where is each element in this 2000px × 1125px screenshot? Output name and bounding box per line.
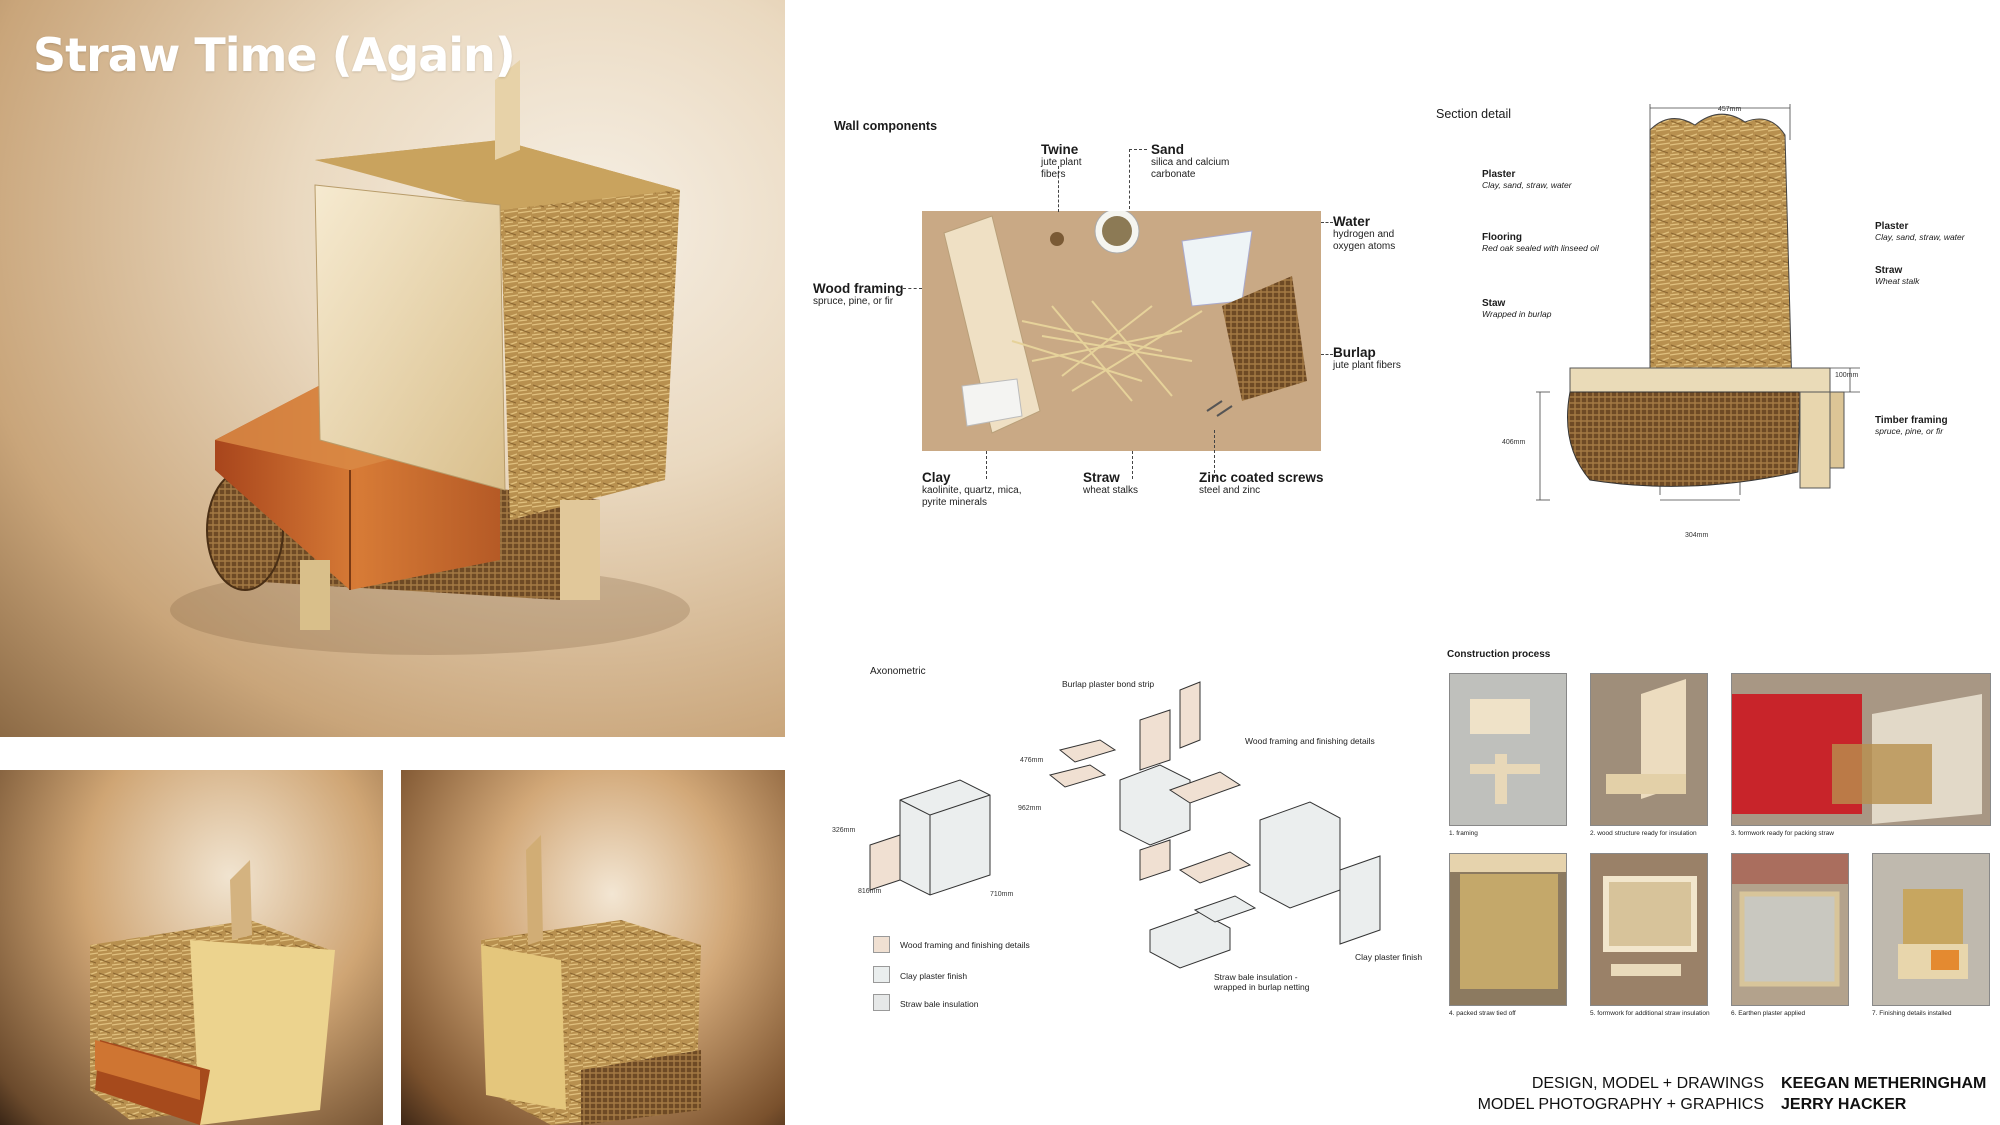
- construction-photo-7: [1872, 853, 1990, 1006]
- construction-caption-7: 7. Finishing details installed: [1872, 1010, 1952, 1017]
- section-label-plaster-left: Plaster Clay, sand, straw, water: [1482, 169, 1572, 190]
- section-label-straw: Straw Wheat stalk: [1875, 265, 1920, 286]
- clay-leader: [986, 451, 987, 479]
- credit-name-design: KEEGAN METHERINGHAM: [1781, 1075, 1987, 1092]
- burlap-leader: [1321, 354, 1333, 355]
- axo-dim-710: 710mm: [990, 891, 1014, 898]
- section-detail-drawing: [1530, 100, 1870, 520]
- construction-caption-5: 5. formwork for additional straw insulat…: [1590, 1010, 1710, 1017]
- dim-457: 457mm: [1718, 106, 1742, 113]
- component-wood-framing: Wood framing spruce, pine, or fir: [813, 281, 904, 307]
- construction-caption-6: 6. Earthen plaster applied: [1731, 1010, 1806, 1017]
- axo-label-clay-plaster: Clay plaster finish: [1355, 952, 1423, 962]
- axo-dim-476: 476mm: [1020, 757, 1044, 764]
- construction-caption-3: 3. formwork ready for packing straw: [1731, 830, 1834, 837]
- component-zinc-screws: Zinc coated screws steel and zinc: [1199, 470, 1324, 496]
- legend-label-straw: Straw bale insulation: [900, 999, 979, 1009]
- section-detail-heading: Section detail: [1436, 107, 1512, 121]
- axo-dim-962: 962mm: [1018, 805, 1042, 812]
- dim-100: 100mm: [1835, 372, 1859, 379]
- water-leader: [1321, 222, 1333, 223]
- legend-swatch-straw: [873, 994, 890, 1011]
- axo-label-bond-strip: Burlap plaster bond strip: [1062, 679, 1155, 689]
- wall-components-photo: [922, 208, 1321, 451]
- axo-label-wood-framing: Wood framing and finishing details: [1245, 736, 1375, 746]
- construction-photo-5: [1590, 853, 1708, 1006]
- section-label-staw: Staw Wrapped in burlap: [1482, 298, 1552, 319]
- construction-caption-2: 2. wood structure ready for insulation: [1590, 830, 1697, 837]
- legend-label-clay: Clay plaster finish: [900, 971, 968, 981]
- component-water: Water hydrogen and oxygen atoms: [1333, 214, 1396, 252]
- construction-photo-2: [1590, 673, 1708, 826]
- sand-leader: [1129, 149, 1130, 209]
- wood-leader: [903, 288, 922, 289]
- axo-dim-816: 816mm: [858, 888, 882, 895]
- component-straw: Straw wheat stalks: [1083, 470, 1139, 496]
- model-photo-left: [0, 770, 383, 1125]
- component-twine: Twine jute plant fibers: [1041, 142, 1082, 180]
- credit-role-photography: MODEL PHOTOGRAPHY + GRAPHICS: [1477, 1096, 1764, 1113]
- section-label-timber: Timber framing spruce, pine, or fir: [1875, 415, 1948, 436]
- model-photo-right: [401, 770, 785, 1125]
- construction-photo-1: [1449, 673, 1567, 826]
- component-burlap: Burlap jute plant fibers: [1333, 345, 1401, 371]
- axo-dim-326: 326mm: [832, 827, 856, 834]
- component-clay: Clay kaolinite, quartz, mica, pyrite min…: [922, 470, 1022, 508]
- section-label-flooring: Flooring Red oak sealed with linseed oil: [1482, 232, 1599, 253]
- credit-role-design: DESIGN, MODEL + DRAWINGS: [1531, 1075, 1764, 1092]
- legend-swatch-clay: [873, 966, 890, 983]
- dim-406: 406mm: [1502, 439, 1526, 446]
- dim-304: 304mm: [1685, 532, 1709, 539]
- main-model-photo: Straw Time (Again): [0, 0, 785, 737]
- sand-leader-h: [1129, 149, 1147, 150]
- construction-photo-4: [1449, 853, 1567, 1006]
- axonometric-heading: Axonometric: [870, 666, 926, 677]
- construction-caption-4: 4. packed straw tied off: [1449, 1010, 1516, 1017]
- page-title: Straw Time (Again): [33, 28, 516, 82]
- legend-swatch-wood: [873, 936, 890, 953]
- axonometric-drawing: [840, 680, 1420, 1000]
- straw-leader: [1132, 451, 1133, 479]
- wall-components-heading: Wall components: [834, 119, 938, 133]
- construction-photo-6: [1731, 853, 1849, 1006]
- axo-label-straw-bale: Straw bale insulation - wrapped in burla…: [1214, 972, 1310, 992]
- credit-name-photography: JERRY HACKER: [1781, 1096, 1907, 1113]
- construction-caption-1: 1. framing: [1449, 830, 1478, 837]
- component-sand: Sand silica and calcium carbonate: [1151, 142, 1230, 180]
- twine-leader: [1058, 166, 1059, 212]
- legend-label-wood: Wood framing and finishing details: [900, 940, 1030, 950]
- construction-photo-3: [1731, 673, 1991, 826]
- section-label-plaster-right: Plaster Clay, sand, straw, water: [1875, 221, 1965, 242]
- construction-heading: Construction process: [1447, 649, 1551, 660]
- screws-leader: [1214, 430, 1215, 478]
